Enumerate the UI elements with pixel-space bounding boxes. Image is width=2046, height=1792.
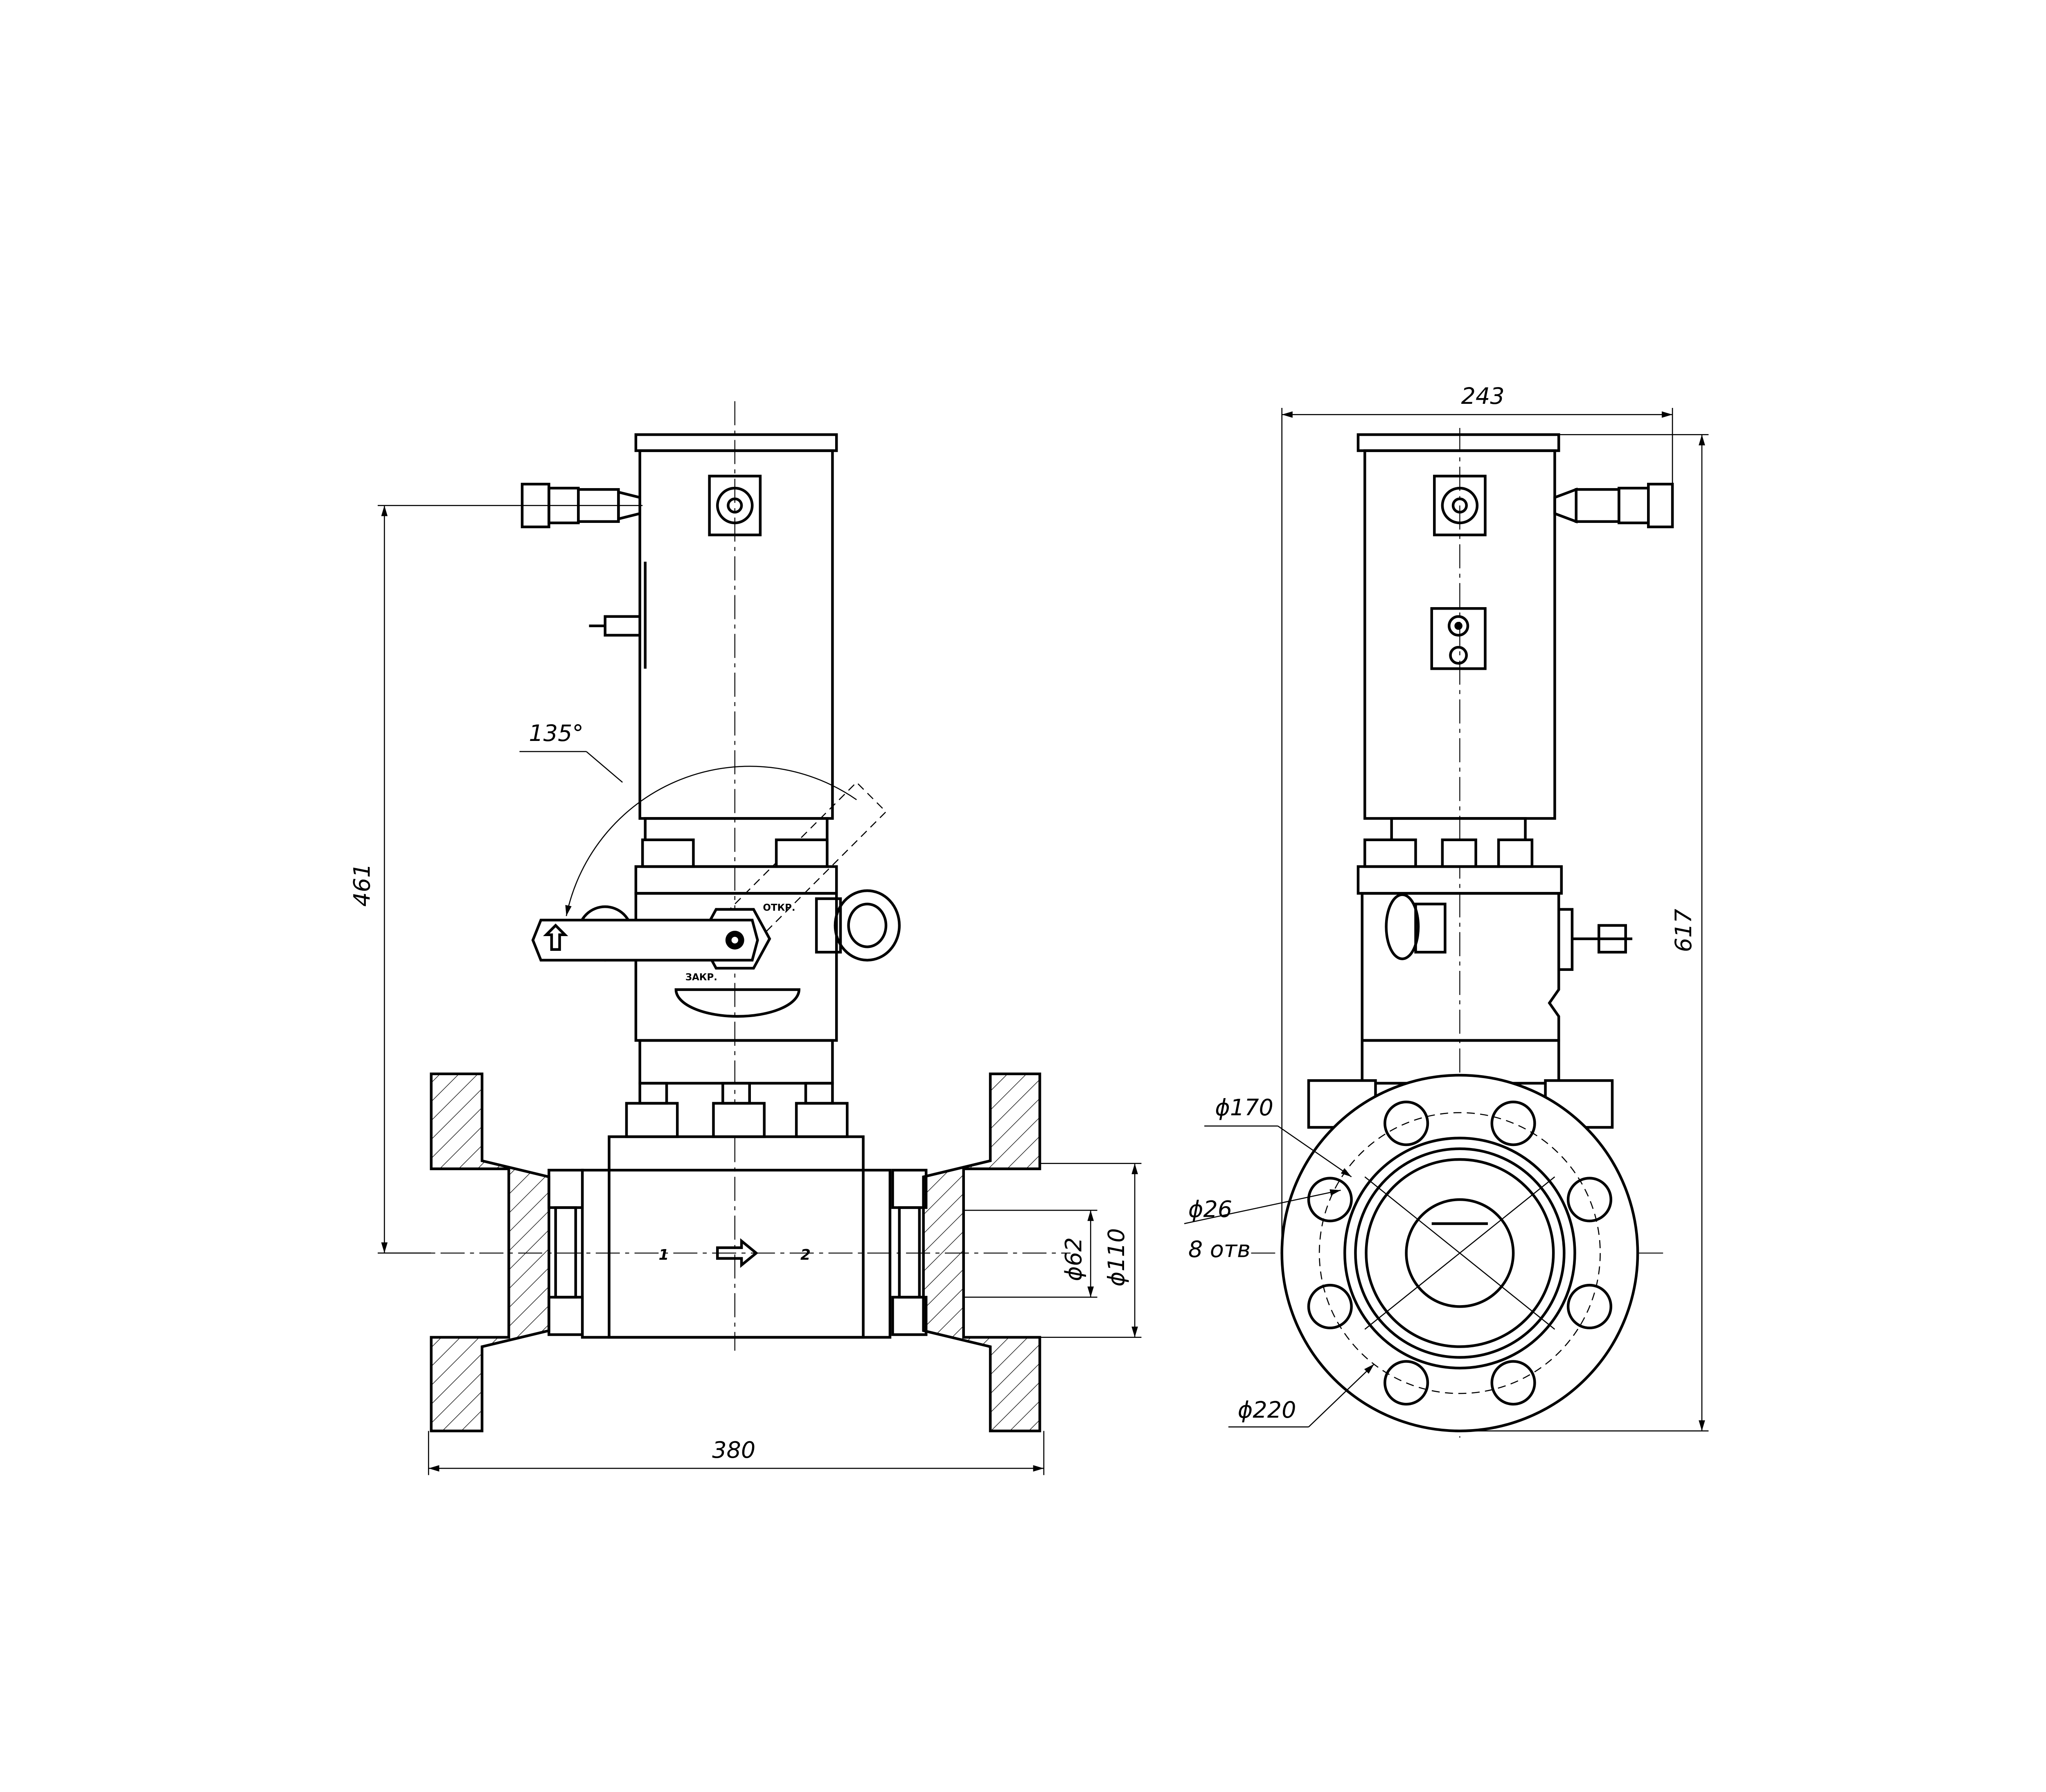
- width-dimension: 243: [1461, 383, 1505, 410]
- grounding-bolt: [1557, 908, 1633, 971]
- valve-housing: [1361, 892, 1560, 1042]
- flange-left-section: [430, 1072, 550, 1432]
- bore-62-dimension: ϕ62: [1060, 1237, 1087, 1281]
- cable-connector-right: [1553, 482, 1674, 529]
- clamp-bolts: [548, 1168, 928, 1336]
- mounting-flange: [634, 865, 838, 895]
- bolt-circle-dimension: ϕ170: [1215, 1094, 1273, 1121]
- flow-arrow-icon: [716, 1238, 759, 1268]
- handle-lever[interactable]: [531, 919, 759, 962]
- flange-face: [1280, 1074, 1639, 1432]
- cable-gland-front: [1433, 475, 1487, 536]
- angle-label: 135°: [529, 720, 584, 747]
- actuator-cylinder: [638, 449, 834, 820]
- lifting-eye-right: [834, 889, 901, 962]
- cable-gland-front: [708, 475, 762, 536]
- actuator-top-plate: [634, 433, 838, 452]
- hole-diameter-dimension: ϕ26: [1188, 1196, 1232, 1222]
- closed-label: ЗАКР.: [685, 972, 717, 983]
- hole-count-label: 8 отв: [1188, 1236, 1251, 1263]
- outlet-label: 2: [800, 1247, 811, 1263]
- length-dimension: 380: [712, 1437, 755, 1463]
- actuator-top-plate: [1356, 433, 1560, 452]
- inlet-label: 1: [658, 1247, 669, 1263]
- bore-110-dimension: ϕ110: [1103, 1228, 1130, 1287]
- side-view: 243 617 ϕ170 ϕ26 8 отв ϕ220: [1184, 383, 1709, 1438]
- meter-body: [608, 1135, 865, 1339]
- flange-right-section: [922, 1072, 1041, 1432]
- lower-bolts: [625, 1082, 849, 1138]
- bolt-holes: [1307, 1101, 1613, 1406]
- flange-diameter-dimension: ϕ220: [1238, 1397, 1296, 1423]
- indicator-panel: [1430, 607, 1487, 670]
- open-label: ОТКР.: [763, 903, 795, 913]
- lower-neck: [638, 1039, 834, 1085]
- grounding-screw: [589, 615, 641, 637]
- rotation-arc: [565, 765, 857, 916]
- front-view: 135° ОТКР. ЗАКР. 1 2 461 380: [349, 401, 1142, 1475]
- arrow-up-icon: [543, 923, 568, 951]
- height-dimension: 461: [349, 863, 375, 907]
- total-height-dimension: 617: [1670, 909, 1697, 952]
- upper-bolts: [1363, 838, 1534, 868]
